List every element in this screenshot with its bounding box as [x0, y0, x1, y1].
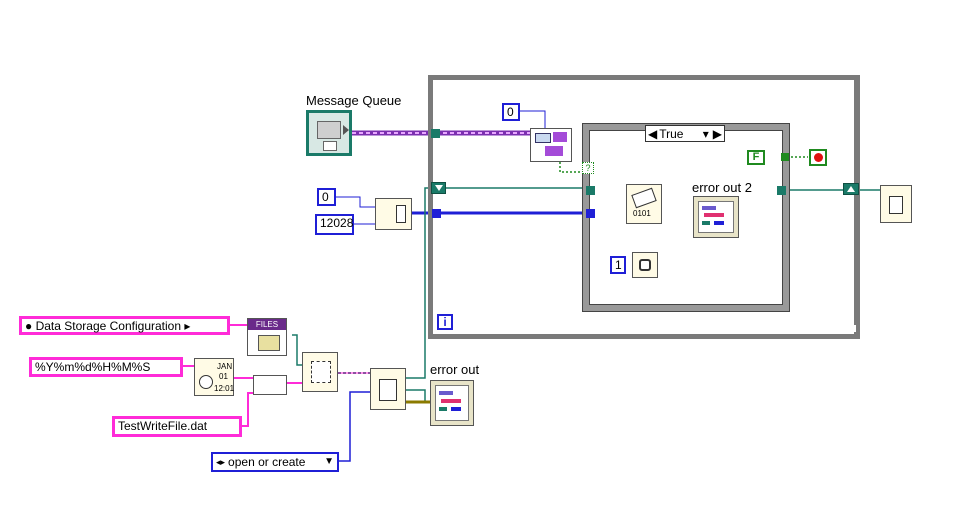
filename-wire — [242, 392, 253, 427]
concatenate-strings-node[interactable] — [253, 375, 287, 395]
globe-icon: ● — [25, 319, 33, 333]
clock-icon — [199, 375, 213, 389]
case-structure[interactable] — [582, 123, 790, 312]
array-icon — [396, 205, 406, 223]
error-out-indicator[interactable] — [430, 380, 474, 426]
dequeue-envelope-icon — [535, 133, 551, 143]
timeout-wire — [520, 110, 546, 130]
file-name-string[interactable]: TestWriteFile.dat — [112, 416, 242, 437]
shift-register-left[interactable] — [431, 182, 446, 194]
queue-icon — [317, 121, 341, 139]
open-mode-wire — [339, 391, 372, 462]
data-storage-config-text: Data Storage Configuration — [35, 319, 182, 333]
queue-icon-arrow — [343, 125, 349, 135]
case-selector[interactable]: ◀ True ▾ ▶ — [645, 125, 725, 142]
stop-tunnel — [781, 153, 789, 161]
dequeue-element[interactable] — [530, 128, 572, 162]
dequeue-queue-icon — [553, 132, 567, 142]
case-selector-value: True — [659, 126, 684, 141]
iteration-terminal[interactable]: i — [437, 314, 453, 330]
false-constant[interactable]: F — [747, 150, 765, 165]
case-error-tunnel-in[interactable] — [586, 186, 595, 195]
folder-wire — [292, 334, 302, 366]
shift-register-right[interactable] — [843, 183, 859, 195]
pencil-icon — [631, 187, 657, 209]
size-wire — [336, 196, 375, 208]
message-queue-label: Message Queue — [306, 93, 402, 108]
timeout-constant[interactable]: 0 — [502, 103, 520, 121]
array-tunnel[interactable] — [432, 209, 441, 218]
selector-dropdown-icon[interactable]: ▾ — [702, 126, 709, 141]
message-queue-control[interactable] — [306, 110, 352, 156]
stop-terminal[interactable] — [809, 149, 827, 166]
queue-icon-tab — [323, 141, 337, 151]
close-file-node[interactable] — [880, 185, 912, 223]
open-create-file-node[interactable] — [370, 368, 406, 410]
error-out-2-indicator[interactable] — [693, 196, 739, 238]
close-file-icon — [889, 196, 903, 214]
string-arrow-icon: ▸ — [184, 319, 191, 333]
path-icon — [311, 361, 331, 383]
wait-ms-node[interactable] — [632, 252, 658, 278]
max-constant[interactable]: 12028 — [315, 214, 354, 235]
time-format-string[interactable]: %Y%m%d%H%M%S — [29, 357, 183, 377]
jan-label: JAN — [217, 362, 233, 371]
binary-label: 0101 — [633, 209, 651, 218]
error-out-wire — [406, 389, 430, 403]
folder-icon — [258, 335, 280, 351]
open-mode-value: open or create — [228, 455, 306, 469]
error-out-2-label: error out 2 — [692, 180, 752, 195]
open-mode-enum[interactable]: ◂▸ open or create ▼ — [211, 452, 339, 472]
time-label: 12:01 — [214, 384, 235, 393]
error-out-label: error out — [430, 362, 480, 377]
enum-arrows-icon: ◂▸ — [216, 457, 226, 467]
wait-constant[interactable]: 1 — [610, 256, 626, 274]
format-date-time-node[interactable]: JAN 01 12:01 — [194, 358, 234, 396]
files-label: FILES — [248, 319, 286, 330]
queue-tunnel[interactable] — [431, 129, 440, 138]
get-system-directory-node[interactable]: FILES — [247, 318, 287, 356]
new-file-icon — [379, 379, 397, 401]
selector-prev-icon[interactable]: ◀ — [648, 126, 658, 141]
watch-icon — [639, 259, 651, 271]
write-binary-file[interactable]: 0101 — [626, 184, 662, 224]
case-array-tunnel[interactable] — [586, 209, 595, 218]
date-label: 01 — [219, 372, 228, 381]
stop-icon — [814, 153, 823, 162]
data-storage-config-string[interactable]: ● Data Storage Configuration ▸ — [19, 316, 230, 335]
enum-dropdown-icon[interactable]: ▼ — [324, 456, 334, 467]
case-selector-terminal[interactable]: ? — [582, 162, 594, 174]
selector-next-icon[interactable]: ▶ — [712, 126, 722, 141]
dequeue-arrow-icon — [545, 146, 563, 156]
build-path-node[interactable] — [302, 352, 338, 392]
size-constant[interactable]: 0 — [317, 188, 336, 206]
initialize-array-node[interactable] — [375, 198, 412, 230]
case-error-tunnel-out[interactable] — [777, 186, 786, 195]
loop-right-border — [854, 75, 860, 325]
